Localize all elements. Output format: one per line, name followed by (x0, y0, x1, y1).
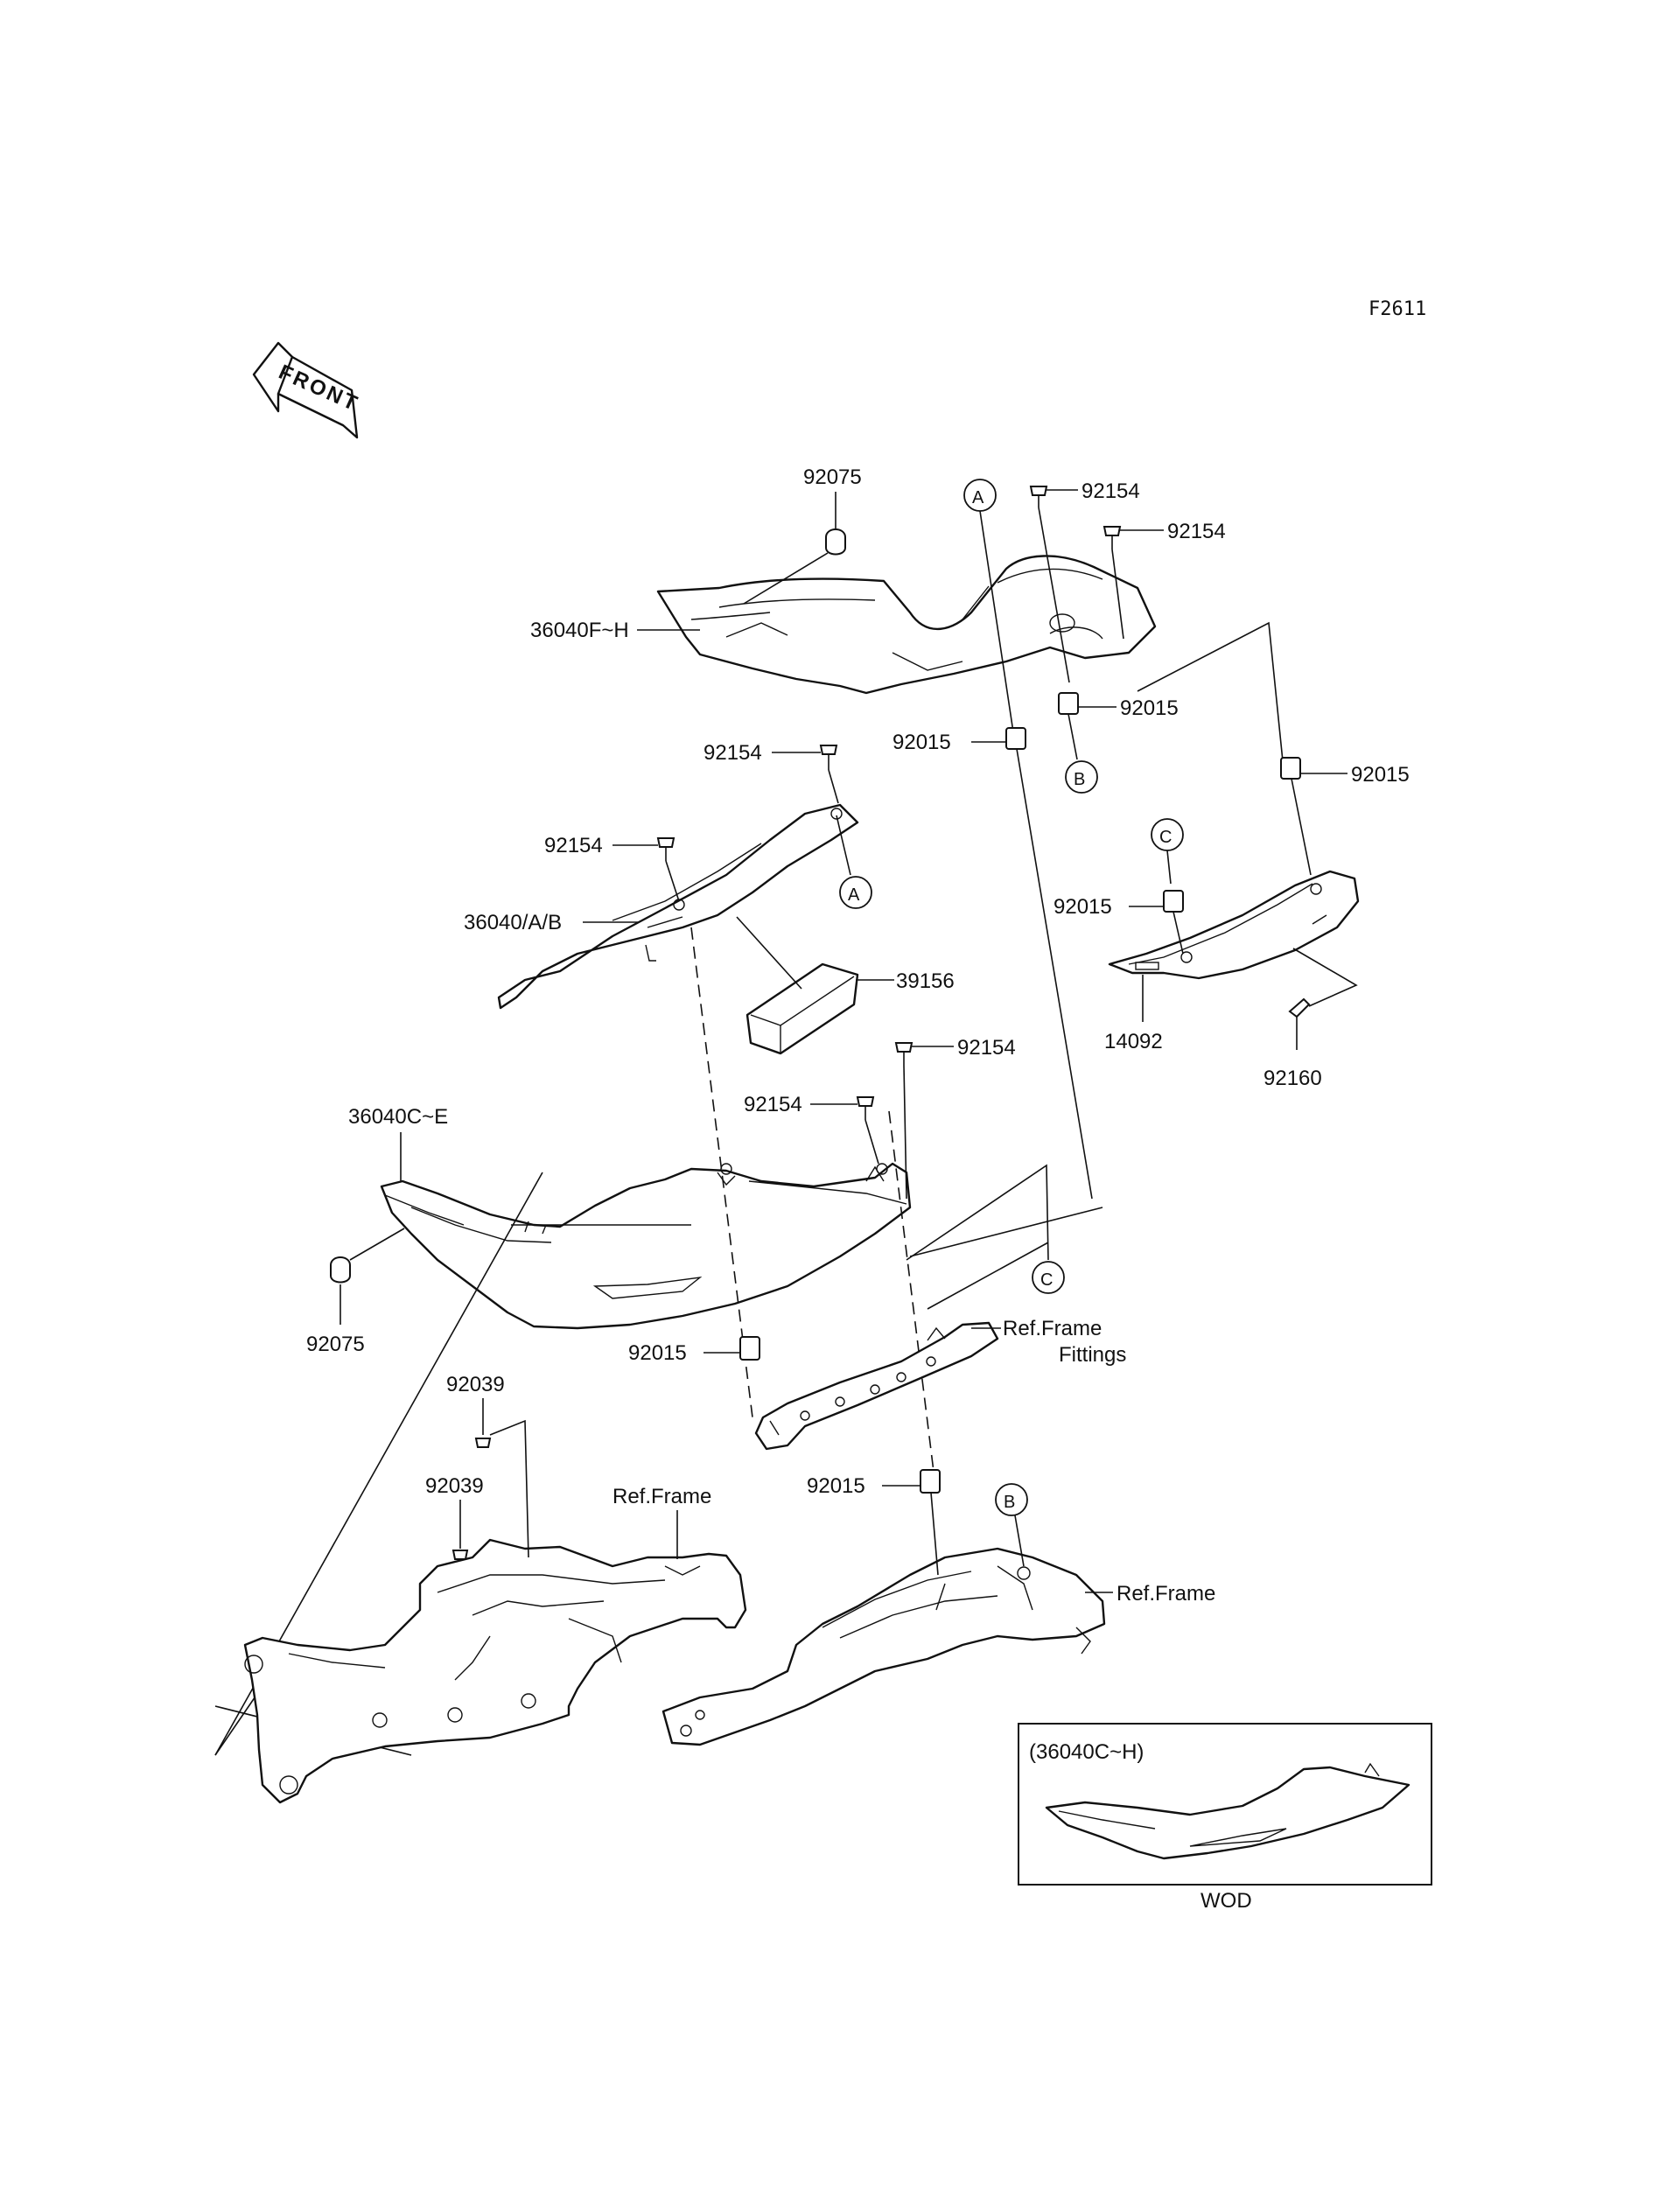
svg-text:92015: 92015 (1120, 696, 1179, 720)
callout-92015-b: 92015 B (1058, 692, 1179, 794)
callout-92015-e: 92015 (807, 1469, 941, 1576)
svg-text:36040C~E: 36040C~E (348, 1105, 448, 1129)
svg-text:92015: 92015 (807, 1474, 865, 1498)
svg-text:39156: 39156 (896, 969, 955, 993)
svg-text:A: A (848, 885, 860, 905)
part-ref-frame-fittings (754, 1321, 999, 1451)
svg-text:92015: 92015 (628, 1341, 687, 1365)
marker-a-mid: A (836, 815, 872, 909)
callout-92015-r: 92015 (1137, 621, 1410, 876)
callout-92075-low: 92075 (306, 1228, 405, 1356)
svg-text:92154: 92154 (544, 834, 603, 857)
svg-text:92015: 92015 (1054, 895, 1112, 919)
part-39156: 39156 (736, 916, 955, 1055)
callout-92154-f: 92154 (744, 1093, 879, 1165)
svg-text:B: B (1074, 770, 1085, 789)
callout-92015-c: 92015 (1054, 890, 1184, 955)
part-14092 (1108, 870, 1360, 980)
marker-c-mid: C (1032, 1261, 1065, 1294)
callout-92015-d: 92015 (628, 1336, 760, 1365)
callout-92160: 92160 (1264, 948, 1358, 1090)
svg-text:92154: 92154 (744, 1093, 802, 1116)
inset-box: (36040C~H) WOD (1018, 1723, 1432, 1913)
svg-text:36040/A/B: 36040/A/B (464, 911, 562, 934)
svg-text:92039: 92039 (425, 1474, 484, 1498)
callout-36040-a-b: 36040/A/B (464, 911, 639, 934)
part-36040f-h (656, 555, 1157, 695)
svg-text:Fittings: Fittings (1059, 1343, 1126, 1367)
figure-id: F2611 (1368, 298, 1426, 320)
callout-92154-e: 92154 (894, 1036, 1016, 1200)
marker-c-top: C (1151, 818, 1184, 885)
svg-text:92154: 92154 (1167, 520, 1226, 543)
svg-text:C: C (1159, 828, 1172, 847)
marker-a-top: A (963, 479, 1016, 745)
callout-92154-a: 92154 (1029, 479, 1140, 683)
callout-14092: 14092 (1104, 975, 1163, 1053)
svg-text:92154: 92154 (704, 741, 762, 765)
callout-ref-frame-right: Ref.Frame (1085, 1582, 1215, 1606)
callout-92015-a: 92015 (892, 727, 1093, 1200)
callout-ref-frame-fittings: Ref.Frame Fittings (971, 1317, 1126, 1367)
svg-text:Ref.Frame: Ref.Frame (1116, 1582, 1215, 1606)
callout-92075-top: 92075 (743, 465, 862, 605)
svg-text:B: B (1004, 1493, 1015, 1512)
svg-text:(36040C~H): (36040C~H) (1029, 1740, 1144, 1764)
svg-text:Ref.Frame: Ref.Frame (612, 1485, 711, 1508)
part-36040c-e (380, 1162, 912, 1330)
svg-text:36040F~H: 36040F~H (530, 619, 629, 642)
callout-92154-b: 92154 (1102, 520, 1226, 640)
front-arrow-icon: FRONT (252, 341, 363, 439)
svg-text:92075: 92075 (306, 1333, 365, 1356)
marker-b-low: B (995, 1483, 1028, 1567)
inset-caption: WOD (1200, 1889, 1252, 1913)
callout-36040f-h: 36040F~H (530, 619, 700, 642)
callout-92154-c: 92154 (704, 741, 839, 804)
svg-text:Ref.Frame: Ref.Frame (1003, 1317, 1102, 1340)
callout-92039-a: 92039 (446, 1373, 529, 1558)
svg-text:92015: 92015 (892, 731, 951, 754)
callout-36040c-e: 36040C~E (348, 1105, 448, 1181)
svg-text:92015: 92015 (1351, 763, 1410, 787)
svg-text:A: A (972, 488, 984, 507)
part-ref-frame-left (243, 1538, 747, 1804)
svg-text:C: C (1040, 1270, 1053, 1290)
svg-text:14092: 14092 (1104, 1030, 1163, 1053)
part-ref-frame-right (662, 1547, 1106, 1746)
callout-ref-frame-left: Ref.Frame (612, 1485, 711, 1559)
svg-text:92039: 92039 (446, 1373, 505, 1396)
svg-text:92160: 92160 (1264, 1067, 1322, 1090)
callout-92039-b: 92039 (425, 1474, 484, 1560)
callout-92154-d: 92154 (544, 834, 680, 902)
svg-text:92154: 92154 (1082, 479, 1140, 503)
svg-text:92154: 92154 (957, 1036, 1016, 1060)
svg-text:92075: 92075 (803, 465, 862, 489)
